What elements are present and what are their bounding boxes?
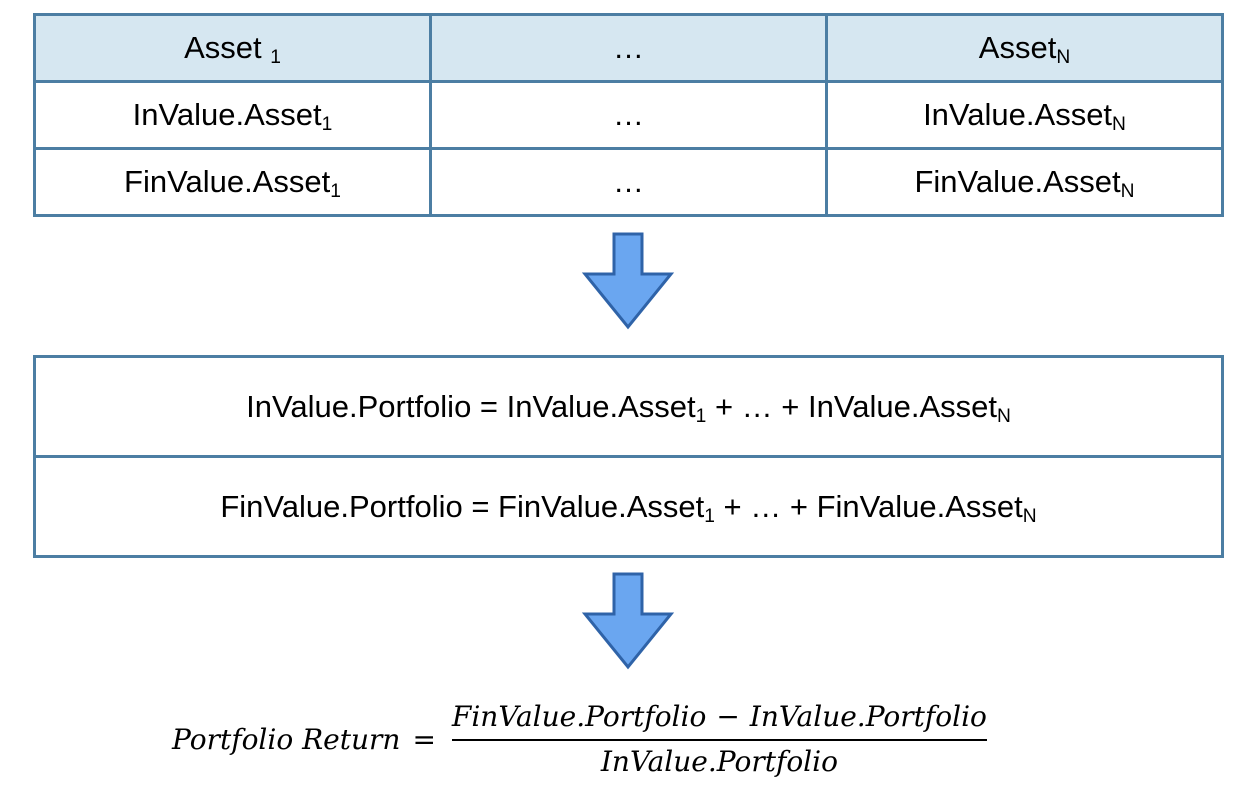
- header-cell-asset-n: AssetN: [825, 13, 1224, 83]
- down-arrow-icon: [581, 572, 675, 670]
- down-arrow-shape: [581, 572, 675, 670]
- asset-header-row: Asset 1 … AssetN: [33, 13, 1224, 83]
- formula-numerator: FinValue.Portfolio−InValue.Portfolio: [451, 700, 987, 741]
- formula-fraction: FinValue.Portfolio−InValue.Portfolio InV…: [451, 700, 987, 778]
- invalue-asset-n-cell: InValue.AssetN: [825, 80, 1224, 150]
- invalue-ellipsis-cell: …: [429, 80, 828, 150]
- portfolio-invalue-equation: InValue.Portfolio = InValue.Asset1 + … +…: [33, 355, 1224, 458]
- portfolio-return-formula: Portfolio Return = FinValue.Portfolio−In…: [172, 700, 987, 778]
- formula-denominator: InValue.Portfolio: [600, 745, 838, 778]
- finvalue-asset-n-cell: FinValue.AssetN: [825, 147, 1224, 217]
- portfolio-value-box: InValue.Portfolio = InValue.Asset1 + … +…: [33, 355, 1224, 558]
- invalue-row: InValue.Asset1 … InValue.AssetN: [33, 80, 1224, 150]
- portfolio-finvalue-row: FinValue.Portfolio = FinValue.Asset1 + ……: [33, 455, 1224, 558]
- down-arrow-shape: [581, 232, 675, 330]
- portfolio-finvalue-equation: FinValue.Portfolio = FinValue.Asset1 + ……: [33, 455, 1224, 558]
- header-cell-asset-1: Asset 1: [33, 13, 432, 83]
- numerator-invalue: InValue.Portfolio: [749, 700, 987, 733]
- numerator-finvalue: FinValue.Portfolio: [451, 700, 707, 733]
- numerator-minus: −: [716, 700, 740, 733]
- portfolio-invalue-row: InValue.Portfolio = InValue.Asset1 + … +…: [33, 355, 1224, 458]
- formula-lhs: Portfolio Return: [172, 722, 401, 756]
- finvalue-row: FinValue.Asset1 … FinValue.AssetN: [33, 147, 1224, 217]
- formula-equals: =: [412, 722, 436, 756]
- finvalue-ellipsis-cell: …: [429, 147, 828, 217]
- down-arrow-icon: [581, 232, 675, 330]
- invalue-asset-1-cell: InValue.Asset1: [33, 80, 432, 150]
- header-cell-ellipsis: …: [429, 13, 828, 83]
- finvalue-asset-1-cell: FinValue.Asset1: [33, 147, 432, 217]
- asset-table: Asset 1 … AssetN InValue.Asset1 … InValu…: [33, 13, 1224, 217]
